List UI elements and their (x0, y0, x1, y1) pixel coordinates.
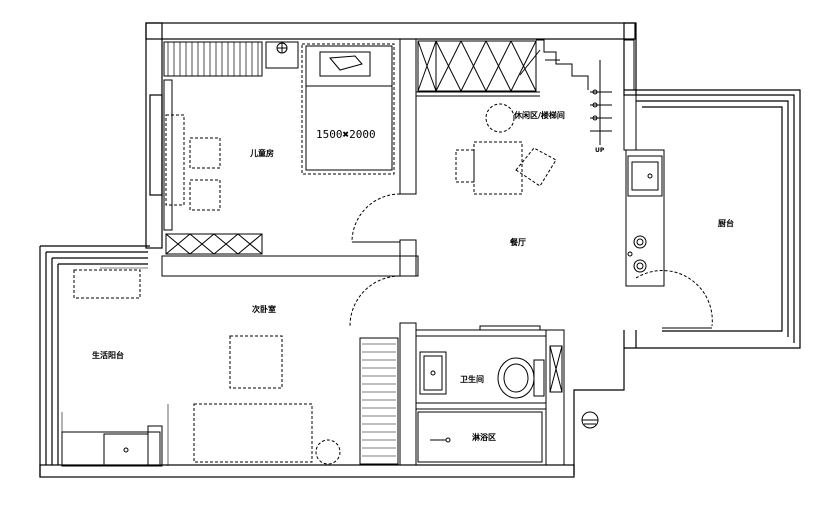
label-children-room: 儿童房 (249, 148, 274, 158)
exterior-walls (39, 22, 801, 478)
section-symbol (581, 411, 599, 429)
interior-walls (161, 38, 637, 466)
dining-furniture (455, 141, 557, 195)
second-bedroom-furniture (73, 269, 399, 465)
top-cabinets (417, 40, 537, 92)
staircase (485, 39, 612, 145)
label-life-balcony: 生活阳台 (92, 350, 124, 360)
kitchen-fixtures (625, 149, 665, 287)
wall-stub (623, 39, 635, 91)
label-leisure-staircase: 休闲区/楼梯间 (513, 110, 565, 120)
stair-up-label: UP (595, 147, 605, 154)
balcony-fixtures (61, 267, 169, 467)
label-dining: 餐厅 (509, 237, 526, 247)
label-kitchen: 厨台 (718, 218, 734, 228)
bed-dimension: 1500✖2000 (316, 128, 376, 141)
bathroom-fixtures (417, 345, 563, 463)
doors (349, 193, 713, 331)
label-shower: 淋浴区 (472, 432, 496, 442)
label-second-bedroom: 次卧室 (252, 304, 276, 314)
children-room-furniture (163, 41, 395, 255)
label-bathroom: 卫生间 (460, 374, 484, 384)
